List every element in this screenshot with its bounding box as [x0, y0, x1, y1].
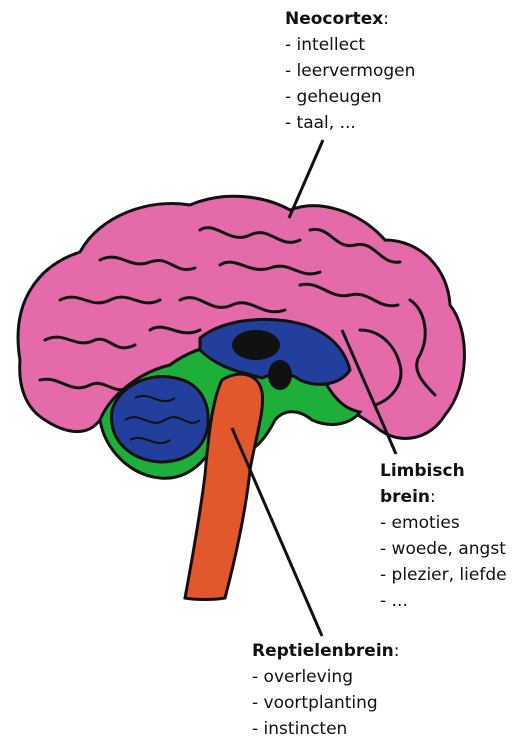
reptilian-item: overleving	[252, 664, 399, 690]
limbic-title: Limbisch brein	[380, 461, 465, 507]
limbic-item: emoties	[380, 510, 526, 536]
neocortex-title-colon: :	[383, 9, 389, 29]
limbic-item: woede, angst	[380, 536, 526, 562]
limbic-label: Limbisch brein: emoties woede, angst ple…	[380, 458, 526, 614]
neocortex-item: taal, ...	[285, 110, 415, 136]
thalamus-shape	[268, 360, 292, 390]
reptilian-title: Reptielenbrein	[252, 641, 394, 661]
neocortex-label: Neocortex: intellect leervermogen geheug…	[285, 6, 415, 136]
reptilian-label: Reptielenbrein: overleving voortplanting…	[252, 638, 399, 742]
limbic-title-colon: :	[430, 487, 436, 507]
reptilian-item: voortplanting	[252, 690, 399, 716]
limbic-item: plezier, liefde	[380, 562, 526, 588]
neocortex-item: geheugen	[285, 84, 415, 110]
reptilian-item: instincten	[252, 716, 399, 742]
neocortex-title: Neocortex	[285, 9, 383, 29]
reptilian-title-colon: :	[394, 641, 400, 661]
reptilian-leader-line	[232, 428, 322, 636]
neocortex-item: leervermogen	[285, 58, 415, 84]
limbic-item: ...	[380, 588, 526, 614]
neocortex-item: intellect	[285, 32, 415, 58]
ventricle-shape	[232, 330, 280, 360]
